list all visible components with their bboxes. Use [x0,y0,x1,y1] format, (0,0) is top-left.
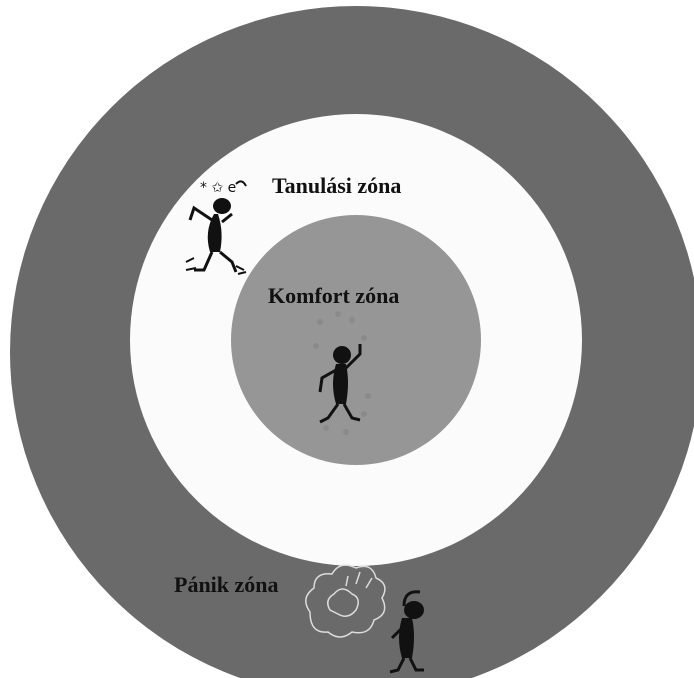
panicked-stick-figure-icon [389,590,424,674]
panic-smoke-cloud-icon [305,564,386,638]
panic-zone-label: Pánik zóna [174,572,279,597]
comfort-zone-circle [231,215,481,465]
comfort-zone-label: Komfort zóna [268,283,399,308]
juggling-stick-figure-icon [313,311,371,435]
dizzy-stick-figure-icon: * ✩ e [185,180,247,275]
svg-text:* ✩ e: * ✩ e [200,180,236,196]
learning-zone-label: Tanulási zóna [272,173,401,198]
